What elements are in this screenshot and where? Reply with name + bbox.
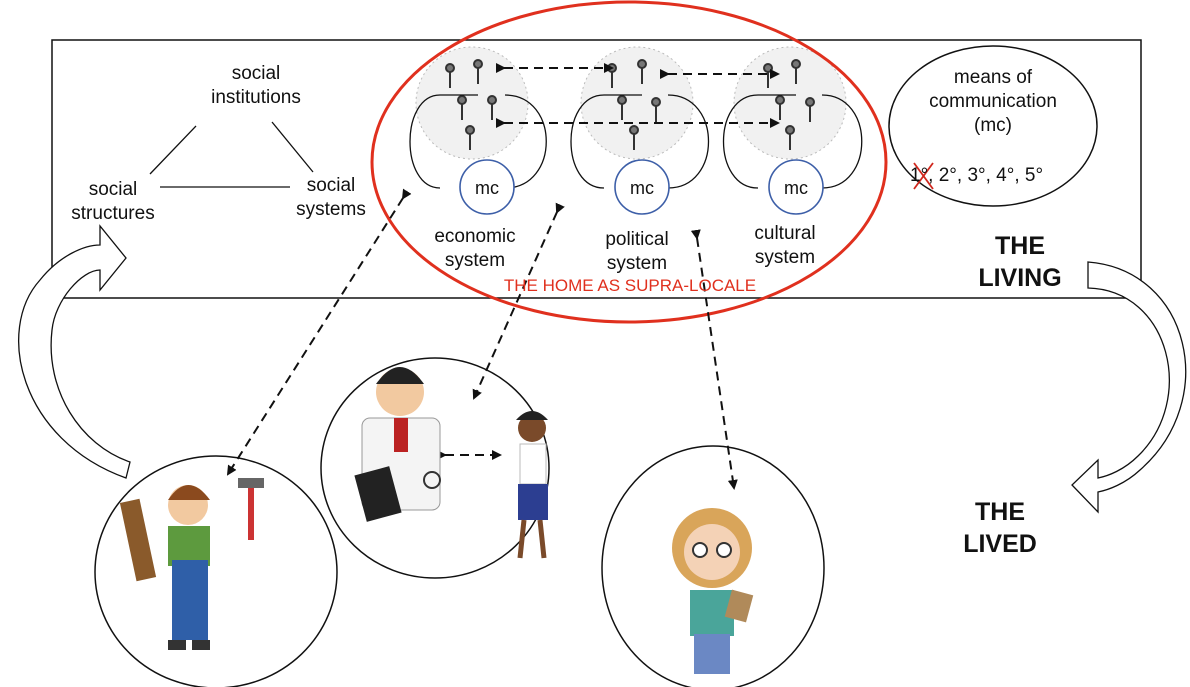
crossed-degree: 1°	[910, 165, 929, 186]
social-triangle-lines	[149, 121, 314, 188]
home-supra-locale-label: THE HOME AS SUPRA-LOCALE	[503, 276, 757, 295]
means-of-communication-label: means of communication (mc)	[929, 67, 1057, 136]
home-supra-locale-ellipse	[370, 0, 888, 324]
economic-system-label: economic system	[434, 226, 516, 271]
girl-illustration	[672, 508, 754, 674]
mc-label-political: mc	[630, 178, 654, 198]
cultural-system-label: cultural system	[754, 223, 816, 268]
system-link-arrows	[496, 63, 780, 128]
the-lived-label: THE LIVED	[963, 498, 1037, 558]
living-frame	[51, 39, 1142, 299]
remaining-degrees: , 2°, 3°, 4°, 5°	[928, 165, 1044, 186]
social-systems-label: social systems	[296, 175, 366, 220]
political-system-label: political system	[605, 229, 669, 274]
cross-mark	[913, 162, 934, 190]
mc-label-cultural: mc	[784, 178, 808, 198]
mc-label-economic: mc	[475, 178, 499, 198]
left-curve-arrow	[18, 224, 131, 479]
person-circles	[94, 357, 825, 687]
system-loop-arrows	[409, 94, 863, 189]
communication-degrees: 1°, 2°, 3°, 4°, 5°	[910, 164, 1080, 188]
social-structures-label: social structures	[71, 179, 155, 224]
the-living-label: THE LIVING	[978, 232, 1062, 292]
businesswoman-illustration	[516, 411, 548, 559]
mc-circles	[459, 159, 824, 215]
doctor-illustration	[354, 367, 441, 522]
right-curve-arrow	[1071, 261, 1187, 514]
worker-illustration	[119, 478, 264, 650]
crowd-figures	[445, 59, 815, 150]
means-of-communication-ellipse	[888, 45, 1098, 207]
social-institutions-label: social institutions	[211, 63, 301, 108]
